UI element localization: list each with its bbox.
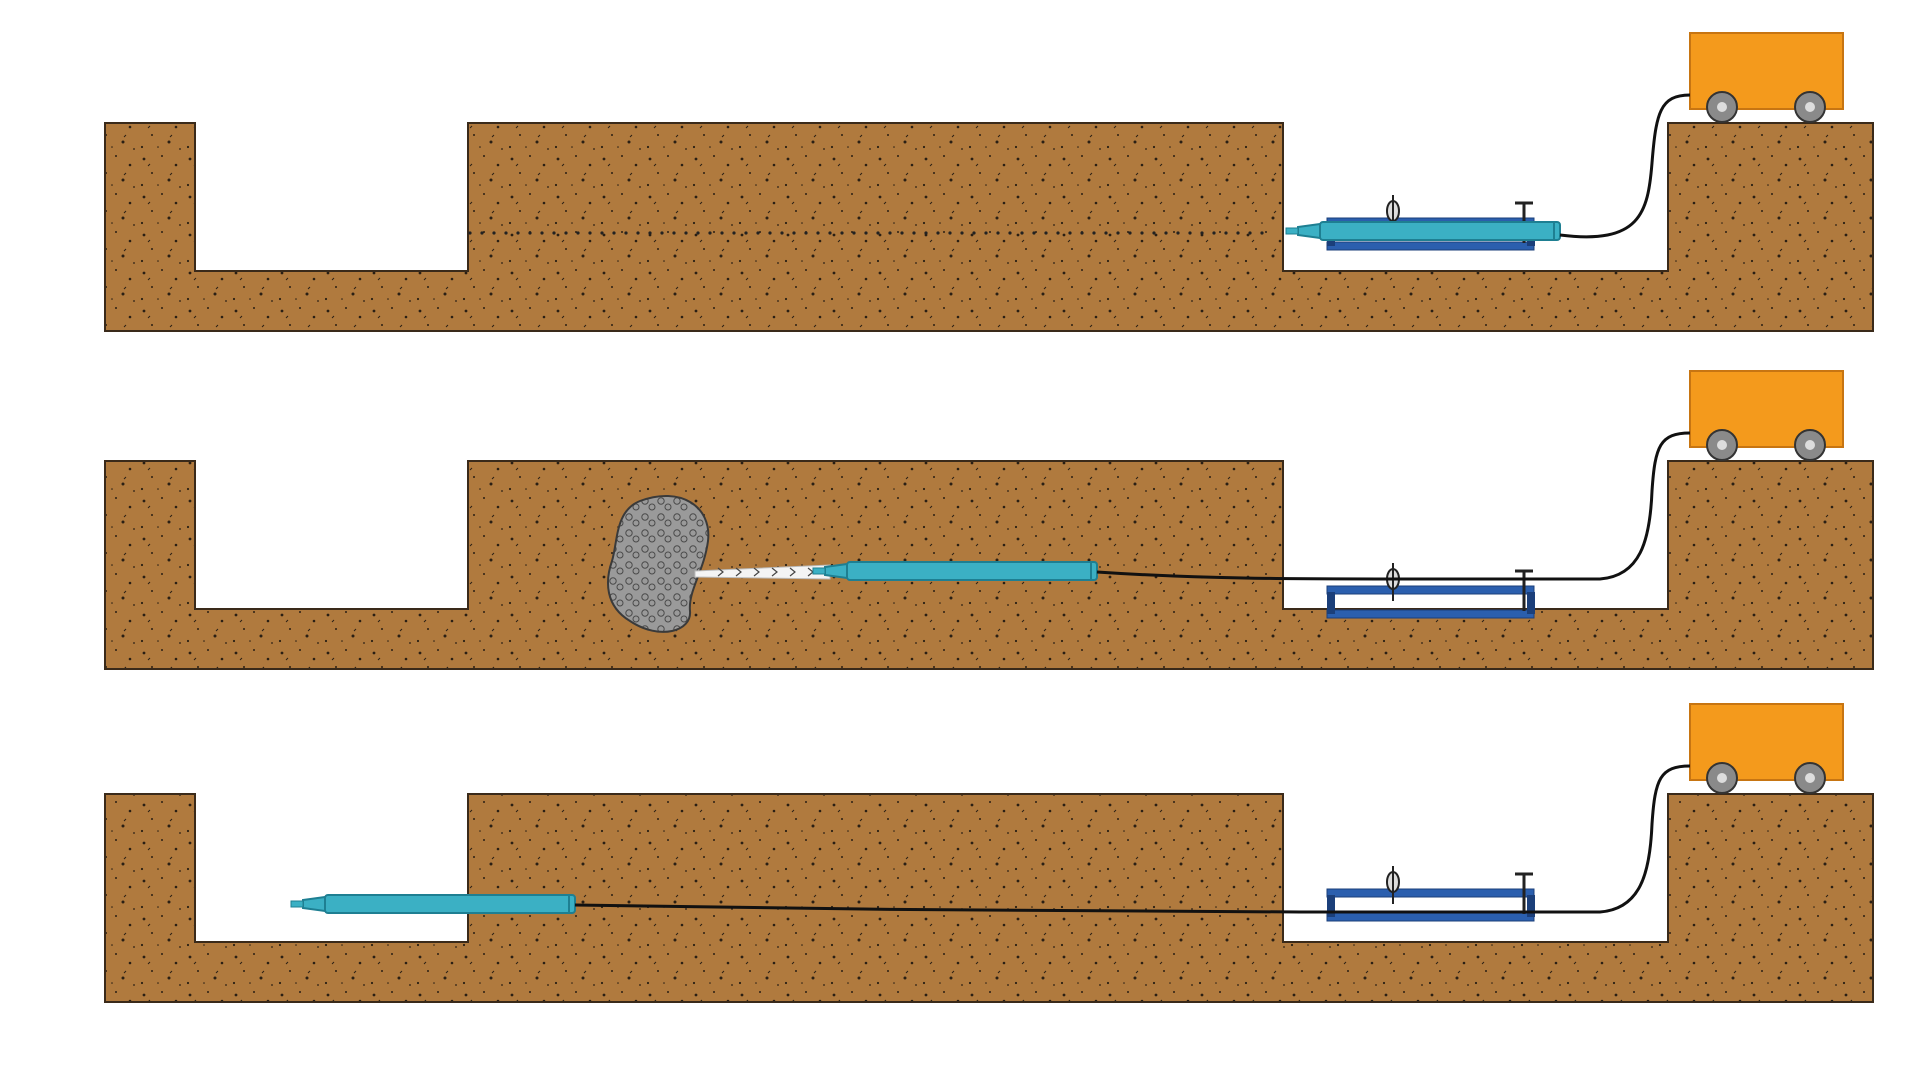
air-hose-icon (574, 764, 1691, 914)
bore-cavity (694, 564, 831, 580)
rock-obstacle-icon (607, 495, 710, 633)
soil-body (104, 122, 1874, 332)
compressor-cart-icon (1689, 370, 1844, 461)
piercing-tool-icon (1285, 221, 1561, 241)
air-hose-icon (1559, 93, 1691, 239)
panel-step-2 (104, 370, 1874, 670)
panel-step-1 (104, 32, 1874, 332)
piercing-tool-icon (290, 894, 576, 914)
launch-rail-icon (1326, 563, 1535, 619)
air-hose-icon (1096, 431, 1691, 581)
panel-step-3 (104, 703, 1874, 1003)
launch-rail-icon (1326, 866, 1535, 922)
bore-path (468, 231, 1264, 235)
soil-body (104, 793, 1874, 1003)
compressor-cart-icon (1689, 703, 1844, 794)
piercing-tool-icon (812, 561, 1098, 581)
compressor-cart-icon (1689, 32, 1844, 123)
